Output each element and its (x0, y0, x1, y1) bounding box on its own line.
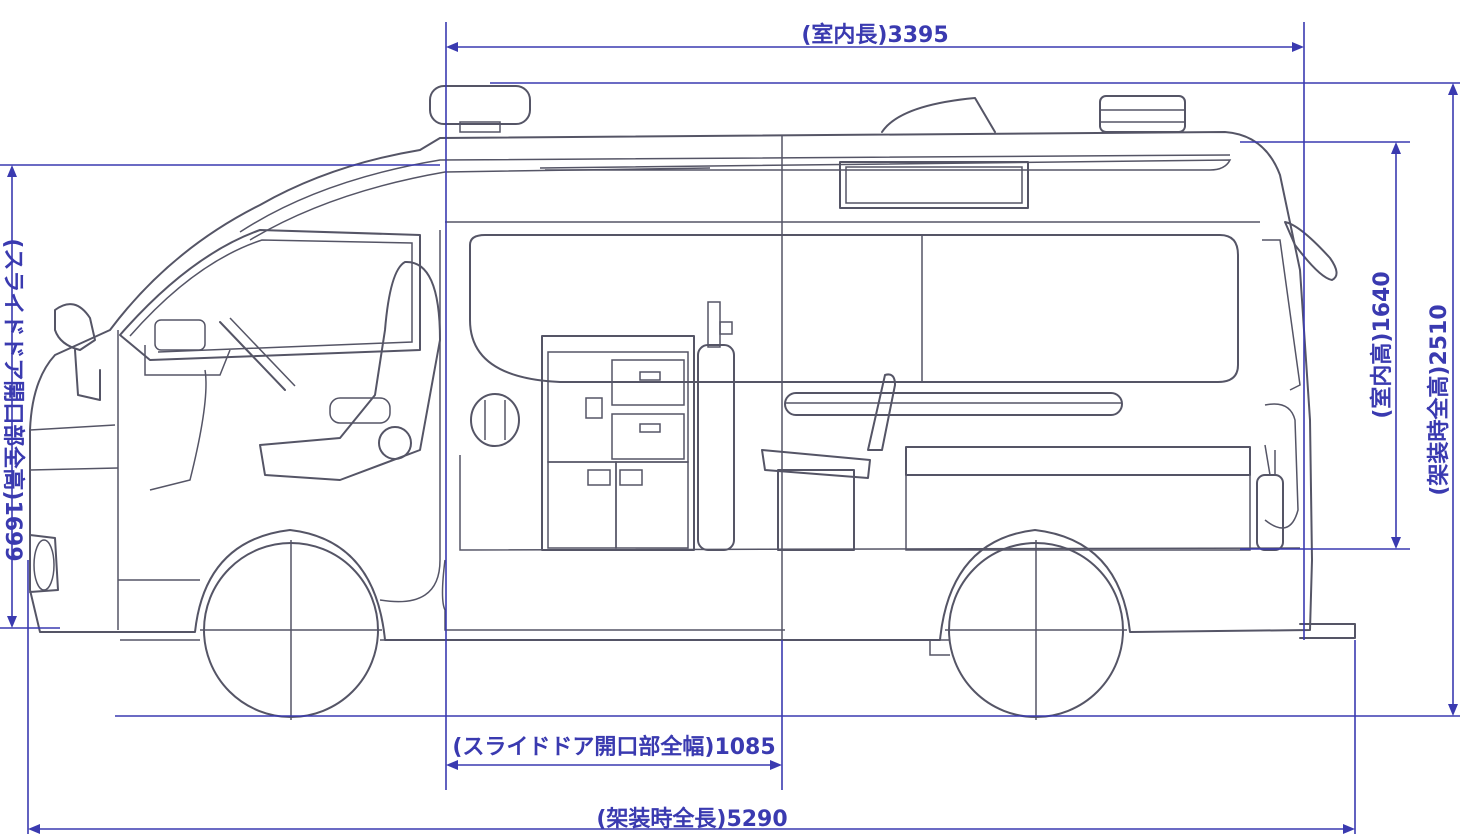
upper-window (839, 161, 1029, 209)
roof-line-2 (249, 167, 711, 241)
vehicle-drawing (29, 85, 1356, 720)
slide-door-width-label: (スライドドア開口部全幅)1085 (452, 734, 775, 760)
steering-wheel (219, 321, 286, 391)
interior-length-label: (室内長)3395 (801, 22, 948, 48)
side-window (469, 234, 1239, 383)
body-outline (29, 131, 1313, 641)
rear-step (1299, 623, 1356, 639)
interior-height-label: (室内高)1640 (1369, 271, 1395, 418)
oxygen-cylinder (697, 301, 735, 551)
front-door (117, 230, 441, 630)
roof-vent (881, 97, 996, 133)
door-handle (470, 393, 520, 447)
front-beacon (429, 85, 531, 125)
fire-extinguisher (1256, 444, 1284, 551)
equipped-length-label: (架装時全長)5290 (596, 806, 787, 832)
attendant-seat (761, 373, 896, 551)
medical-cabinet (541, 335, 695, 551)
dimension-lines (0, 22, 1460, 834)
side-mirror (54, 303, 96, 351)
stretcher (784, 392, 1251, 551)
equipped-height-label: (架装時全高)2510 (1426, 304, 1452, 495)
front-wheel (200, 540, 382, 720)
side-stripe (539, 159, 1232, 171)
front-seat (259, 260, 441, 481)
rear-wheel (945, 540, 1127, 720)
rear-beacon (1099, 95, 1186, 133)
windshield (119, 229, 421, 361)
roof-line (239, 154, 1231, 233)
front-bumper (29, 534, 59, 593)
slide-door-height-label: (スライドドア開口部全高)1699 (0, 238, 26, 561)
